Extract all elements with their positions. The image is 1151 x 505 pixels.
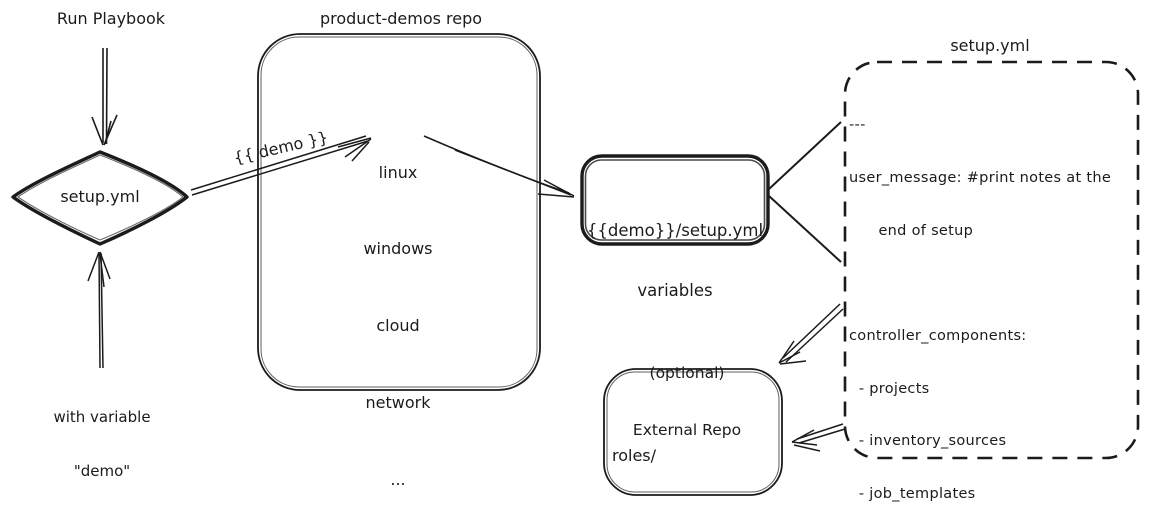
setup-yml-file-contents: --- user_message: #print notes at the en… [849,84,1137,505]
yaml-line: --- [849,117,866,134]
repo-item-windows: windows [363,239,433,259]
external-repo-label: (optional) External Repo [607,326,767,478]
arrow-demo-to-linux [190,135,372,196]
yaml-line: - projects [849,380,930,397]
decision-diamond-shape [11,150,189,246]
run-playbook-label: Run Playbook [56,9,166,28]
arrow-projects-to-external-repo [778,303,844,365]
yaml-line: controller_components: [849,327,1027,344]
fanout-lines-variables-to-setupyml [768,121,842,263]
arrow-with-variable-to-diamond [87,251,111,369]
setup-yml-file-title: setup.yml [950,36,1030,55]
variables-box-shape [580,154,770,246]
product-demos-repo-box [257,33,541,391]
decision-diamond-label: setup.yml [60,187,140,206]
repo-item-linux: linux [378,162,418,182]
yaml-line: end of setup [849,222,974,239]
arrow-job-templates-to-external-repo [791,423,846,452]
setup-yml-dashed-box [843,60,1140,460]
external-repo-label-line1: (optional) [649,364,725,382]
with-variable-line1: with variable [53,408,151,426]
yaml-line: - job_templates [849,485,976,502]
with-variable-label: with variable "demo" [32,372,172,505]
external-repo-label-line2: External Repo [632,421,742,439]
arrow-run-playbook-to-diamond [91,47,118,146]
repo-item-ellipsis: ... [390,469,406,489]
variables-box-label: {{demo}}/setup.yml variables [585,181,765,341]
external-repo-box [603,368,783,496]
product-demos-repo-items: linux windows cloud network ... [318,116,478,505]
arrow-linux-to-variables [423,135,575,198]
repo-item-network: network [365,392,431,412]
with-variable-line2: "demo" [73,462,131,480]
variables-box-line2: variables [637,281,713,300]
product-demos-repo-title: product-demos repo [319,9,483,28]
variables-box-line1: {{demo}}/setup.yml [586,221,764,240]
repo-item-cloud: cloud [376,316,420,336]
yaml-line [849,275,1137,294]
external-repo-contents: roles/ playbooks/ .... [612,403,772,505]
external-repo-item-roles: roles/ [612,446,657,465]
yaml-line: user_message: #print notes at the [849,169,1112,186]
yaml-line: - inventory_sources [849,433,1007,450]
